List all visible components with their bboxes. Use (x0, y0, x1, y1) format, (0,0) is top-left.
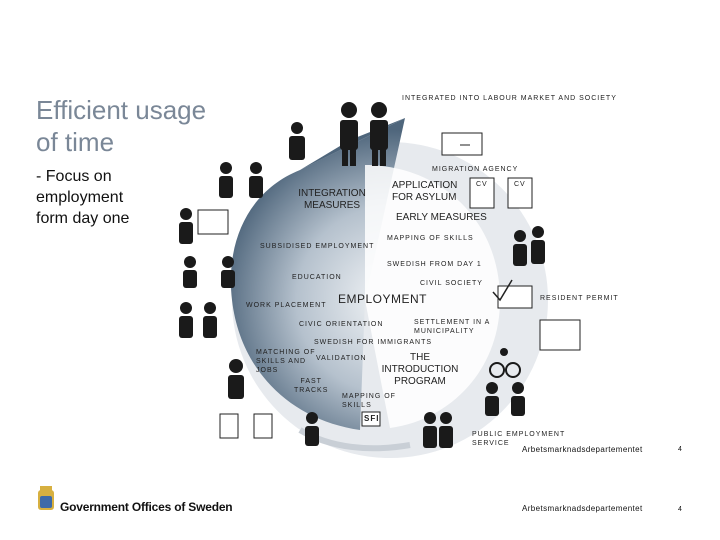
person-icon (183, 256, 197, 288)
label-intro-program: THE INTRODUCTION PROGRAM (380, 352, 460, 388)
label-civic-orientation: CIVIC ORIENTATION (299, 320, 383, 329)
building-icon (442, 133, 482, 155)
label-education: EDUCATION (292, 273, 342, 282)
label-resident-permit: RESIDENT PERMIT (540, 294, 619, 303)
label-swedish-for-immigrants: SWEDISH FOR IMMIGRANTS (314, 338, 432, 347)
label-work-placement: WORK PLACEMENT (246, 301, 327, 310)
bullet-text: - Focus on employment form day one (36, 166, 166, 229)
bullet-line: form day one (36, 208, 166, 229)
person-icon (221, 256, 235, 288)
label-mapping-of-skills-bottom: MAPPING OF SKILLS (342, 392, 396, 410)
government-logo-text: Government Offices of Sweden (60, 500, 232, 514)
label-integrated: INTEGRATED INTO LABOUR MARKET AND SOCIET… (402, 94, 617, 103)
label-swedish-from-day1: SWEDISH FROM DAY 1 (387, 260, 482, 269)
label-validation: VALIDATION (316, 354, 367, 363)
person-icon (423, 412, 437, 448)
person-icon (305, 412, 319, 446)
person-icon (203, 302, 217, 338)
person-icon (531, 226, 545, 264)
person-icon (179, 302, 193, 338)
person-icon (219, 162, 233, 198)
label-fast-tracks: FAST TRACKS (294, 377, 328, 395)
label-migration-agency: MIGRATION AGENCY (432, 165, 518, 174)
id-card-icon (498, 286, 532, 308)
person-icon (249, 162, 263, 198)
document-icon (254, 414, 272, 438)
cv-label: CV (476, 180, 488, 189)
label-integration-measures: INTEGRATION MEASURES (292, 188, 372, 212)
person-icon (511, 382, 525, 416)
person-icon (485, 382, 499, 416)
label-settlement: SETTLEMENT IN A MUNICIPALITY (414, 318, 490, 336)
building-icon (540, 320, 580, 350)
title-line: Efficient usage (36, 94, 236, 126)
page-number: 4 (678, 506, 682, 513)
document-icon (220, 414, 238, 438)
chef-icon (289, 122, 305, 160)
person-icon (228, 359, 244, 399)
label-application-for-asylum: APPLICATION FOR ASYLUM (392, 180, 464, 204)
sfi-label: SFI (364, 414, 379, 423)
title-line: of time (36, 126, 236, 158)
bullet-line: - Focus on (36, 166, 166, 187)
building-icon (198, 210, 228, 234)
department-name: Arbetsmarknadsdepartementet (522, 504, 643, 513)
bullet-line: employment (36, 187, 166, 208)
crown-logo-icon (38, 486, 54, 510)
person-icon (513, 230, 527, 266)
label-matching: MATCHING OF SKILLS AND JOBS (256, 348, 315, 375)
department-name: Arbetsmarknadsdepartementet (522, 445, 643, 454)
person-icon (439, 412, 453, 448)
person-icon (179, 208, 193, 244)
label-early-measures: EARLY MEASURES (396, 212, 487, 224)
label-employment: EMPLOYMENT (338, 293, 427, 305)
page-number: 4 (678, 446, 682, 453)
label-mapping-of-skills: MAPPING OF SKILLS (387, 234, 474, 243)
label-civil-society: CIVIL SOCIETY (420, 279, 483, 288)
label-subsidised-employment: SUBSIDISED EMPLOYMENT (260, 242, 374, 251)
cv-label: CV (514, 180, 526, 189)
page-title: Efficient usage of time (36, 94, 236, 158)
